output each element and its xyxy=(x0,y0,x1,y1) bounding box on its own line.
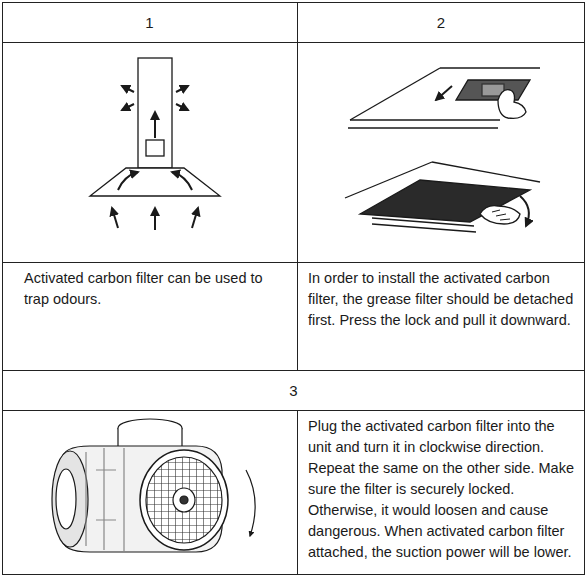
table-cell: Plug the activated carbon filter into th… xyxy=(308,416,578,574)
motor-with-carbon-filter xyxy=(52,419,255,552)
table-cell: In order to install the activated carbon… xyxy=(308,268,578,368)
hood-airflow xyxy=(90,58,220,230)
table-cell: Activated carbon filter can be used to t… xyxy=(24,268,290,368)
table-grid xyxy=(3,3,585,575)
step-number: 2 xyxy=(437,12,445,33)
step-number: 1 xyxy=(145,12,153,33)
step-number: 3 xyxy=(289,380,297,401)
instruction-text: Activated carbon filter can be used to t… xyxy=(24,268,290,310)
table-cell: 3 xyxy=(2,370,585,410)
table-cell: 1 xyxy=(2,2,297,42)
table-cell: 2 xyxy=(297,2,585,42)
instruction-text: In order to install the activated carbon… xyxy=(308,268,578,331)
instruction-text: Plug the activated carbon filter into th… xyxy=(308,416,578,563)
grease-filter-removal xyxy=(345,68,540,232)
